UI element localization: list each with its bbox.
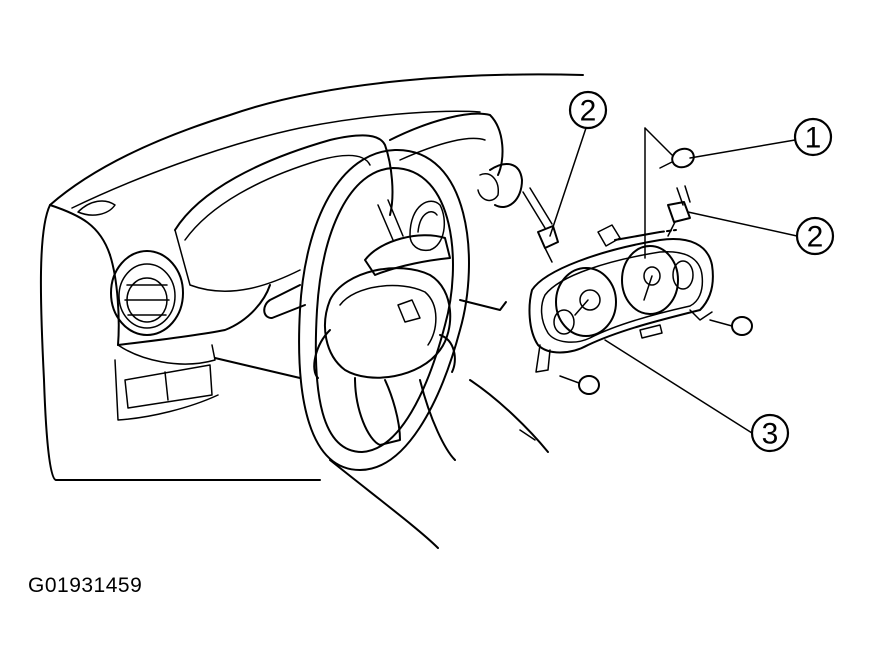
steering-wheel bbox=[263, 148, 507, 471]
connector-left bbox=[522, 187, 559, 263]
svg-text:2: 2 bbox=[807, 221, 824, 254]
leader-2-right bbox=[687, 211, 798, 237]
callout-2-right: 2 bbox=[795, 216, 835, 256]
callout-1: 1 bbox=[793, 117, 833, 157]
left-air-vent bbox=[110, 250, 184, 336]
leader-1 bbox=[689, 139, 796, 159]
screw-right bbox=[709, 316, 753, 336]
screw-bottom bbox=[559, 375, 600, 395]
leader-2-left bbox=[549, 127, 587, 237]
callout-2-left: 2 bbox=[568, 90, 608, 130]
instrument-cluster bbox=[528, 224, 714, 373]
callout-3: 3 bbox=[750, 413, 790, 453]
svg-text:2: 2 bbox=[580, 95, 597, 128]
figure-id: G01931459 bbox=[28, 574, 143, 597]
svg-text:1: 1 bbox=[805, 122, 822, 155]
screw-top bbox=[659, 147, 695, 169]
svg-text:3: 3 bbox=[762, 418, 779, 451]
connector-right bbox=[667, 185, 691, 237]
dashboard bbox=[39, 73, 584, 549]
leader-3 bbox=[604, 339, 753, 434]
